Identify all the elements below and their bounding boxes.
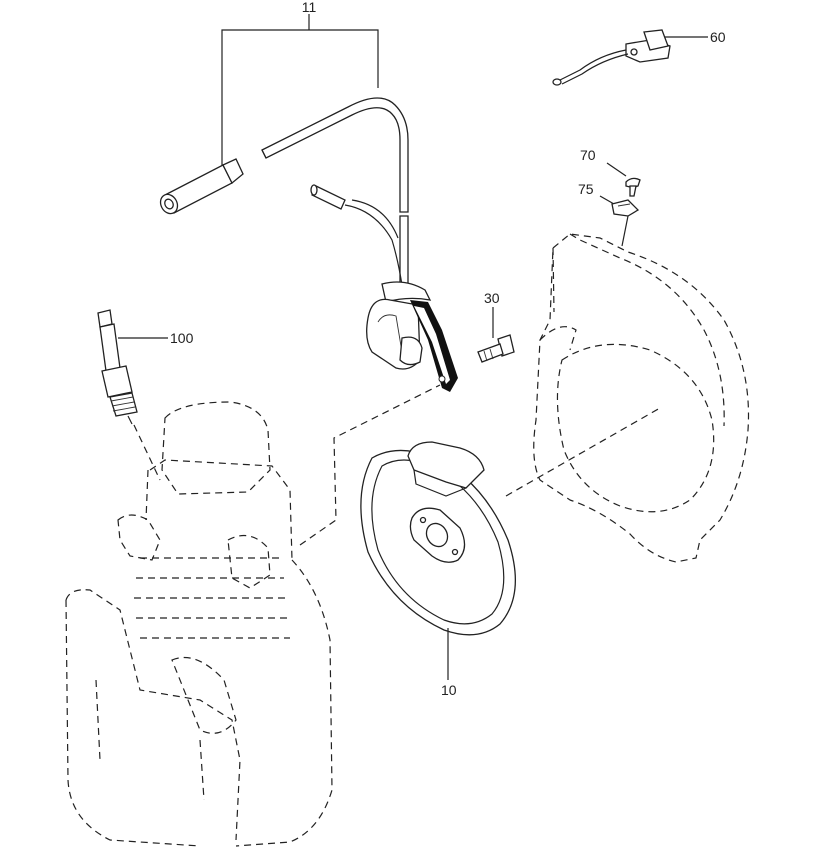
callout-labels: 11 60 70 75 30 100 10	[170, 0, 726, 698]
fan-housing-shroud	[533, 233, 750, 563]
callout-100: 100	[170, 330, 194, 346]
part-100-spark-plug	[97, 309, 168, 425]
engine-cylinder-block	[65, 384, 441, 847]
callout-11: 11	[302, 0, 317, 15]
part-70-75-screw-clamp	[599, 162, 641, 247]
callout-30: 30	[484, 290, 500, 306]
callout-60: 60	[710, 29, 726, 45]
callout-10: 10	[441, 682, 457, 698]
part-10-flywheel	[360, 407, 661, 680]
part-60-stop-switch-wire	[552, 29, 708, 86]
part-30-screw	[477, 307, 515, 363]
ignition-coil-module	[310, 184, 458, 392]
callout-70: 70	[580, 147, 596, 163]
callout-75: 75	[578, 181, 594, 197]
part-11-ignition-lead	[159, 14, 409, 291]
